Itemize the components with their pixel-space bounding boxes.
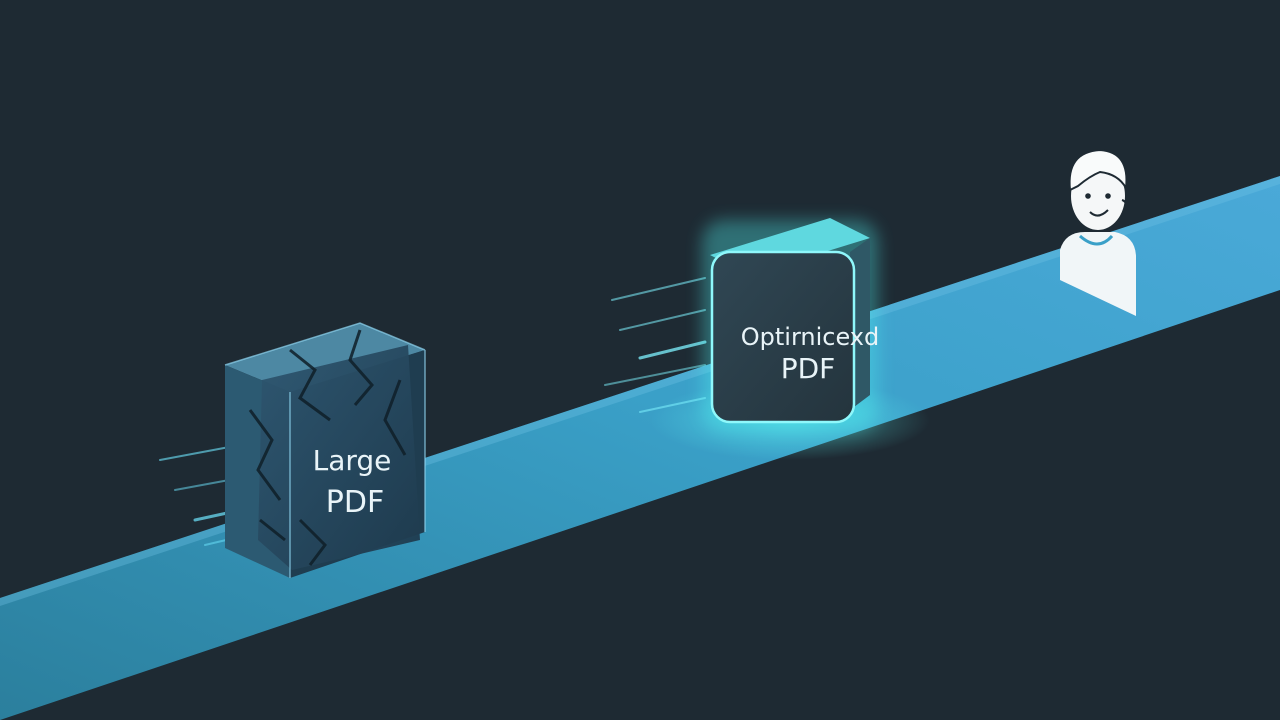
large-pdf-line1: Large [313,444,392,477]
optimized-pdf-line1: Optirnicexd [741,323,880,351]
large-pdf-line2: PDF [326,485,384,520]
user-avatar-icon [1060,148,1136,316]
large-pdf-cube: Large PDF [224,322,426,578]
motion-lines-icon [604,277,707,413]
optimized-pdf-line2: PDF [781,352,836,385]
optimized-pdf-cube: Optirnicexd PDF [702,218,879,430]
